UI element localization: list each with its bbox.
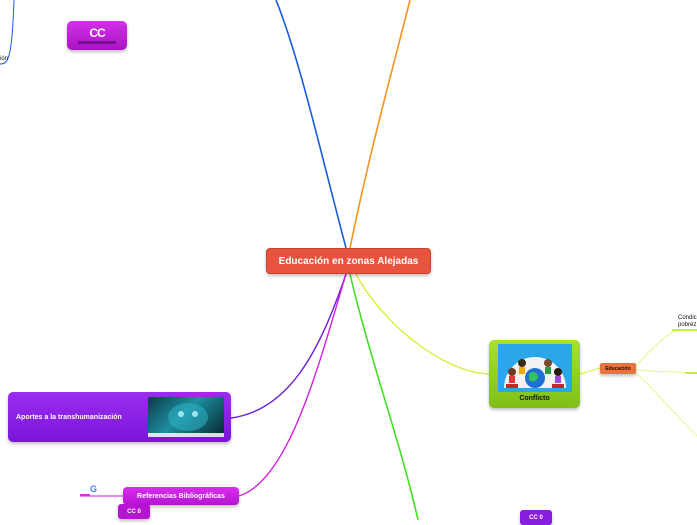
right-connector-2: [685, 372, 697, 374]
right-connector-1: [672, 329, 697, 331]
cc-badge-node[interactable]: CC: [67, 21, 127, 50]
google-icon[interactable]: G: [90, 484, 98, 494]
cc-badge-label: CC: [89, 26, 105, 40]
references-node[interactable]: Referencias Bibliográficas: [123, 487, 239, 505]
partial-label-left: ión: [0, 56, 9, 62]
branch-lime: [355, 273, 490, 375]
education-label: Educación: [605, 365, 631, 372]
partial-label-right: Condic pobrez: [678, 315, 697, 329]
conflict-node[interactable]: Conflicto: [489, 340, 580, 408]
branch-blue-left: [0, 0, 15, 65]
education-subnode[interactable]: Educación: [600, 363, 636, 374]
google-underline: [80, 494, 90, 496]
cc0-node-left[interactable]: CC 0: [118, 504, 150, 519]
people-globe-icon: [503, 357, 566, 388]
cc0-node-right[interactable]: CC 0: [520, 510, 552, 525]
central-topic-label: Educación en zonas Alejadas: [278, 255, 419, 267]
lime-to-edu: [579, 367, 601, 375]
cc0-label-right: CC 0: [529, 514, 543, 521]
lime-down: [635, 372, 697, 437]
face-image-icon: [148, 403, 224, 437]
branch-magenta: [238, 273, 347, 497]
partial-label-right-2: pobrez: [678, 322, 697, 328]
references-label: Referencias Bibliográficas: [137, 492, 225, 500]
branch-green: [349, 273, 419, 520]
branch-purple: [230, 273, 347, 419]
partial-label-right-1: Condic: [678, 315, 697, 321]
transhumanization-image: [148, 397, 224, 437]
central-topic-node[interactable]: Educación en zonas Alejadas: [266, 248, 431, 274]
cc0-label-left: CC 0: [127, 508, 141, 515]
lime-up: [635, 329, 678, 367]
conflict-label: Conflicto: [519, 395, 550, 402]
branch-orange: [349, 0, 411, 249]
cc-badge-bar: [78, 41, 116, 44]
branch-blue: [275, 0, 347, 249]
transhumanization-node[interactable]: Aportes a la transhumanización: [8, 392, 231, 442]
transhumanization-label: Aportes a la transhumanización: [16, 413, 122, 421]
conflict-illustration: [497, 344, 572, 392]
